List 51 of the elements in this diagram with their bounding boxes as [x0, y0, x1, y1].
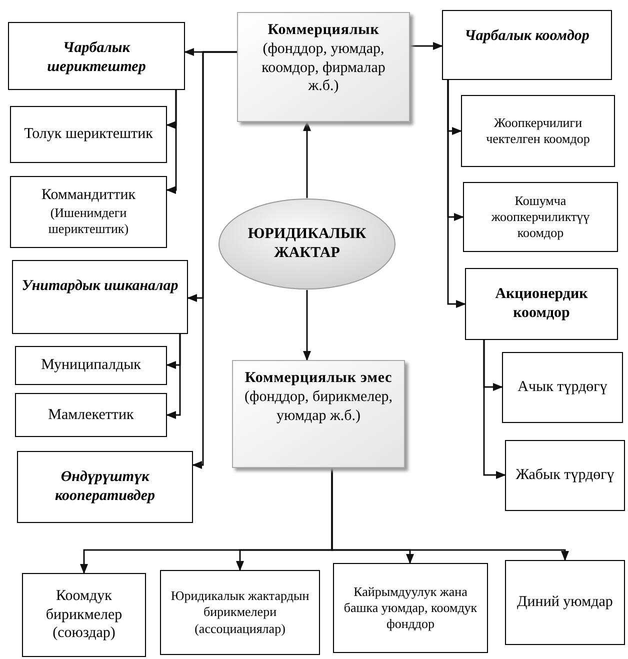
- connector-arrow: [483, 340, 506, 479]
- connector-arrow: [331, 468, 569, 561]
- node-text: Акционердик коомдор: [494, 285, 589, 323]
- node-text: Чарбалык коомдор: [464, 27, 590, 46]
- group-box: [12, 260, 188, 334]
- node-text: Жабык түрдөгү: [516, 466, 614, 485]
- type-box: [15, 393, 167, 437]
- node-text: Толук шериктештик: [24, 125, 153, 144]
- node-text: (Ишенимдеги шериктештик): [47, 205, 130, 238]
- connector-arrow: [303, 290, 311, 361]
- type-box: [10, 176, 167, 248]
- node-text: Унитардык ишканалар: [22, 277, 178, 296]
- type-box: [333, 563, 488, 653]
- node-text: Өндүрүштүк кооперативдер: [54, 468, 156, 506]
- node-text: (фонддор, уюмдар, коомдор, фирмалар ж.б.): [260, 40, 386, 96]
- type-box: [15, 346, 167, 385]
- node-text: (фонддор, бирикмелер, уюмдар ж.б.): [243, 388, 394, 426]
- group-box: [17, 451, 193, 523]
- node-text: Коммерциялык эмес: [244, 369, 392, 388]
- node-text: Коммерциялык: [268, 21, 380, 40]
- type-box: [505, 560, 625, 645]
- category-box: [237, 12, 410, 122]
- node-text: Муниципалдык: [41, 356, 141, 375]
- node-text: Чарбалык шериктештер: [46, 39, 147, 76]
- type-box: [461, 95, 615, 167]
- type-box: [465, 268, 618, 340]
- category-box: [232, 360, 405, 468]
- type-box: [505, 440, 625, 511]
- type-box: [10, 106, 167, 163]
- group-box: [8, 22, 185, 90]
- connector-arrow: [166, 90, 177, 194]
- node-text: Диний уюмдар: [517, 593, 613, 612]
- node-text: Кошумча жоопкерчиликтүү коомдор: [490, 192, 591, 242]
- node-text: Ачык түрдөгү: [518, 378, 608, 397]
- node-text: Мамлекеттик: [48, 406, 134, 424]
- node-text: Жоопкерчилиги чектелген коомдор: [485, 114, 591, 148]
- connector-arrow: [410, 42, 443, 50]
- type-box: [463, 182, 618, 252]
- node-text: Коммандиттик: [41, 186, 136, 206]
- node-text: Коомдук бирикмелер (союздар): [44, 586, 124, 644]
- node-text: ЮРИДИКАЛЫК ЖАКТАР: [246, 225, 368, 263]
- group-box: [442, 10, 612, 80]
- type-box: [160, 570, 320, 655]
- connector-arrow: [192, 51, 237, 469]
- connector-arrow: [303, 121, 311, 198]
- connector-arrow: [447, 80, 466, 308]
- connector-arrow: [166, 334, 181, 419]
- type-box: [502, 352, 623, 423]
- type-box: [22, 573, 146, 657]
- node-text: Юридикалык жактардын бирикмелери (ассоциациялар): [170, 588, 310, 637]
- node-text: Кайрымдуулук жана башка уюмдар, коомдук фонддор: [342, 584, 478, 632]
